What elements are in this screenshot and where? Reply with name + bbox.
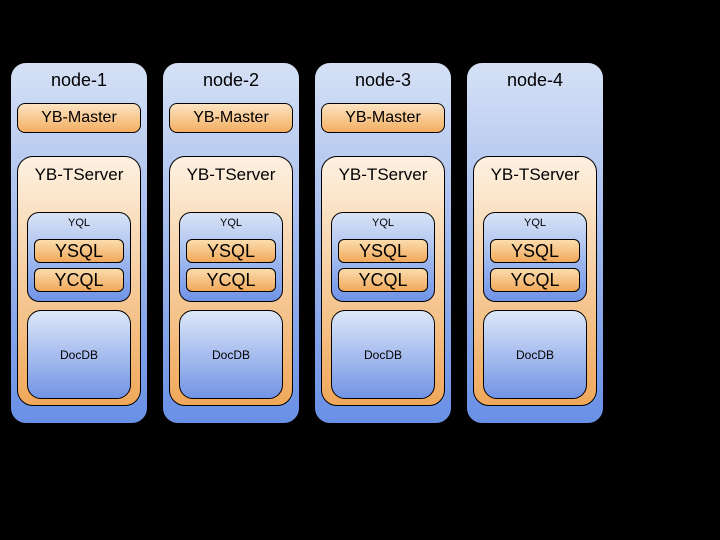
ycql-box: YCQL <box>34 268 124 292</box>
node-4: node-4 YB-TServer YQL YSQL YCQL DocDB <box>466 62 604 424</box>
yql-label: YQL <box>219 217 242 229</box>
ysql-box: YSQL <box>338 239 428 263</box>
yb-tserver-box: YB-TServer YQL YSQL YCQL DocDB <box>473 156 597 406</box>
node-2: node-2 YB-Master YB-TServer YQL YSQL YCQ… <box>162 62 300 424</box>
yql-box: YQL YSQL YCQL <box>331 212 435 302</box>
node-3: node-3 YB-Master YB-TServer YQL YSQL YCQ… <box>314 62 452 424</box>
ysql-box: YSQL <box>490 239 580 263</box>
yb-tserver-box: YB-TServer YQL YSQL YCQL DocDB <box>169 156 293 406</box>
yql-label: YQL <box>371 217 394 229</box>
cluster-diagram: node-1 YB-Master YB-TServer YQL YSQL YCQ… <box>10 62 604 424</box>
yql-box: YQL YSQL YCQL <box>483 212 587 302</box>
ycql-box: YCQL <box>490 268 580 292</box>
node-title: node-2 <box>202 70 260 90</box>
yb-tserver-box: YB-TServer YQL YSQL YCQL DocDB <box>17 156 141 406</box>
docdb-box: DocDB <box>331 310 435 399</box>
yb-tserver-label: YB-TServer <box>338 165 428 184</box>
node-title: node-3 <box>354 70 412 90</box>
yb-tserver-label: YB-TServer <box>34 165 124 184</box>
yb-tserver-label: YB-TServer <box>186 165 276 184</box>
yb-tserver-label: YB-TServer <box>490 165 580 184</box>
node-1: node-1 YB-Master YB-TServer YQL YSQL YCQ… <box>10 62 148 424</box>
yql-label: YQL <box>523 217 546 229</box>
node-title: node-1 <box>50 70 108 90</box>
docdb-box: DocDB <box>27 310 131 399</box>
yb-master-box: YB-Master <box>169 103 293 133</box>
yb-tserver-box: YB-TServer YQL YSQL YCQL DocDB <box>321 156 445 406</box>
ycql-box: YCQL <box>186 268 276 292</box>
yql-label: YQL <box>67 217 90 229</box>
node-title: node-4 <box>506 70 564 90</box>
yql-box: YQL YSQL YCQL <box>179 212 283 302</box>
yb-master-box: YB-Master <box>321 103 445 133</box>
ysql-box: YSQL <box>34 239 124 263</box>
ysql-box: YSQL <box>186 239 276 263</box>
yql-box: YQL YSQL YCQL <box>27 212 131 302</box>
yb-master-box: YB-Master <box>17 103 141 133</box>
docdb-box: DocDB <box>179 310 283 399</box>
docdb-box: DocDB <box>483 310 587 399</box>
ycql-box: YCQL <box>338 268 428 292</box>
